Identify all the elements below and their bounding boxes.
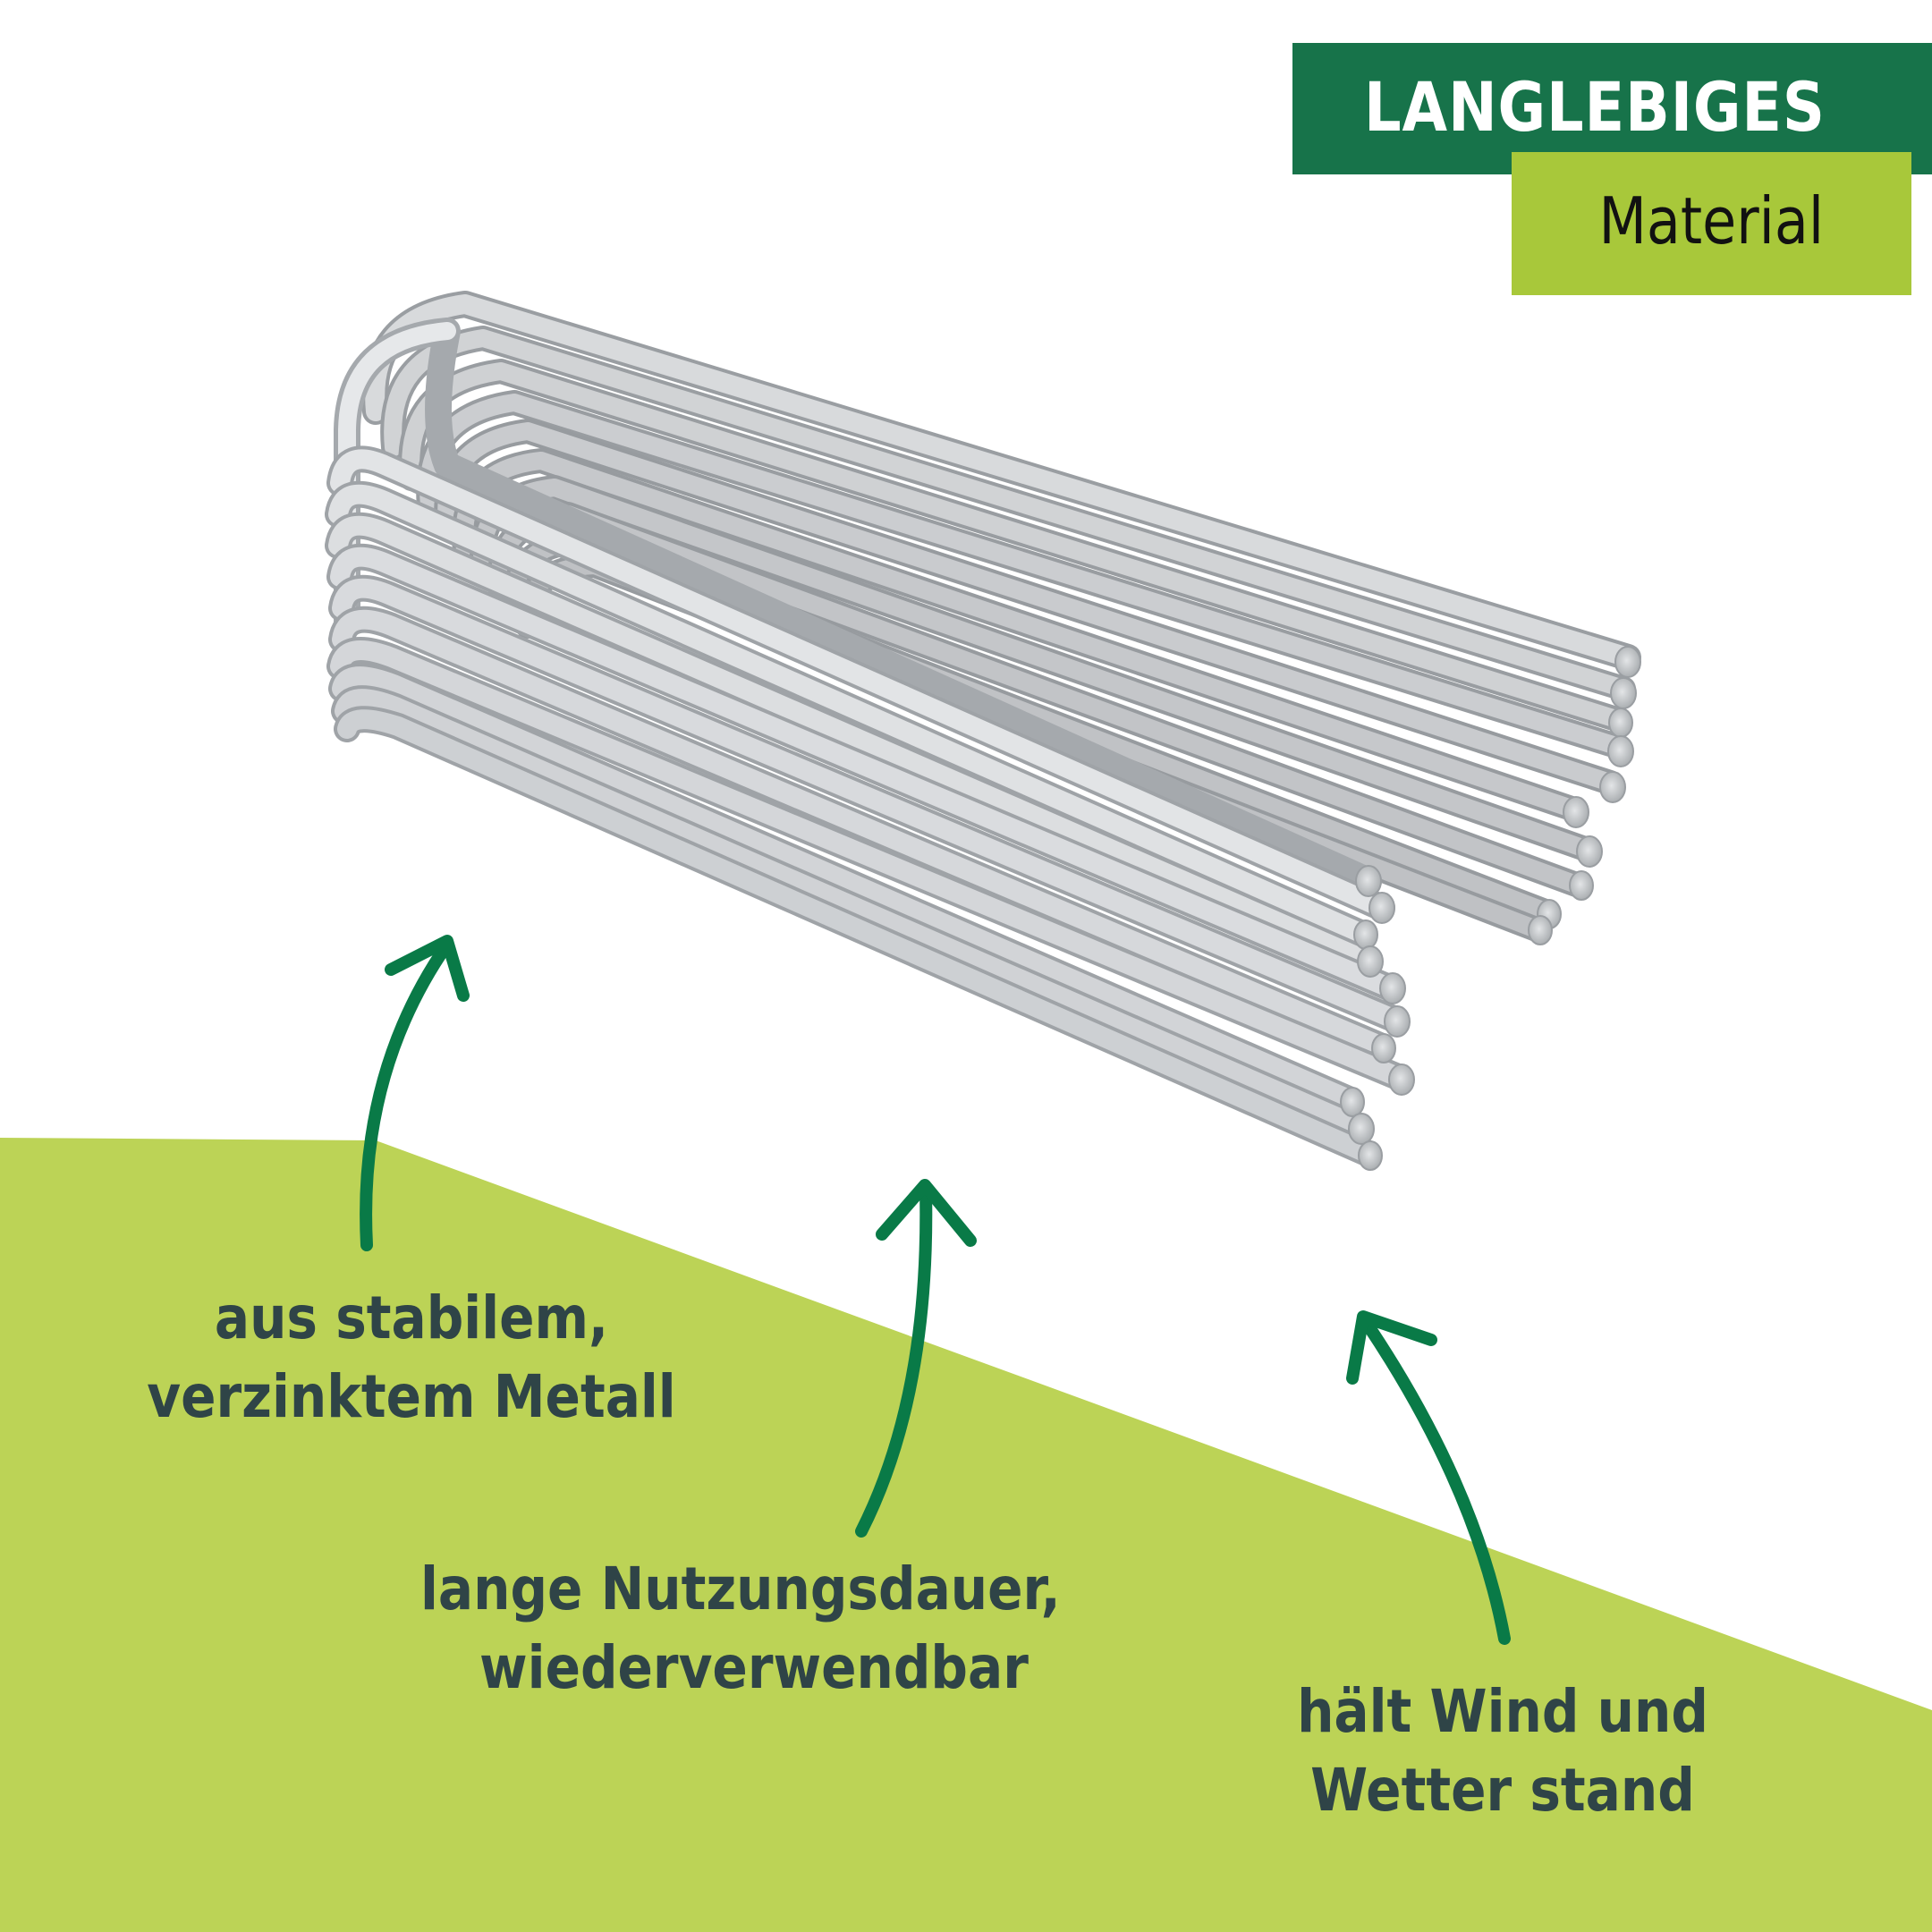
subtitle-banner: Material xyxy=(1512,152,1911,295)
lime-diagonal-background xyxy=(0,1138,1932,1932)
feature-line: Wetter stand xyxy=(1310,1756,1695,1825)
feature-weatherproof: hält Wind und Wetter stand xyxy=(1261,1673,1744,1830)
metal-staples-image xyxy=(325,291,1641,1171)
feature-line: wiederverwendbar xyxy=(479,1633,1029,1702)
curved-arrow-up-right-icon xyxy=(360,935,470,1251)
title-text: LANGLEBIGES xyxy=(1363,67,1826,147)
title-banner: LANGLEBIGES xyxy=(1292,43,1932,174)
subtitle-text: Material xyxy=(1598,183,1825,258)
feature-galvanized-metal: aus stabilem, verzinktem Metall xyxy=(89,1279,733,1436)
curved-arrow-up-icon xyxy=(855,1179,977,1538)
feature-line: lange Nutzungsdauer, xyxy=(420,1555,1061,1623)
feature-line: hält Wind und xyxy=(1297,1677,1708,1746)
feature-long-lasting: lange Nutzungsdauer, wiederverwendbar xyxy=(420,1550,1190,1707)
feature-line: aus stabilem, xyxy=(214,1284,609,1352)
curved-arrow-up-left-icon xyxy=(1346,1310,1511,1645)
feature-line: verzinktem Metall xyxy=(147,1362,676,1431)
subtitle-banner-bg xyxy=(1512,152,1911,295)
